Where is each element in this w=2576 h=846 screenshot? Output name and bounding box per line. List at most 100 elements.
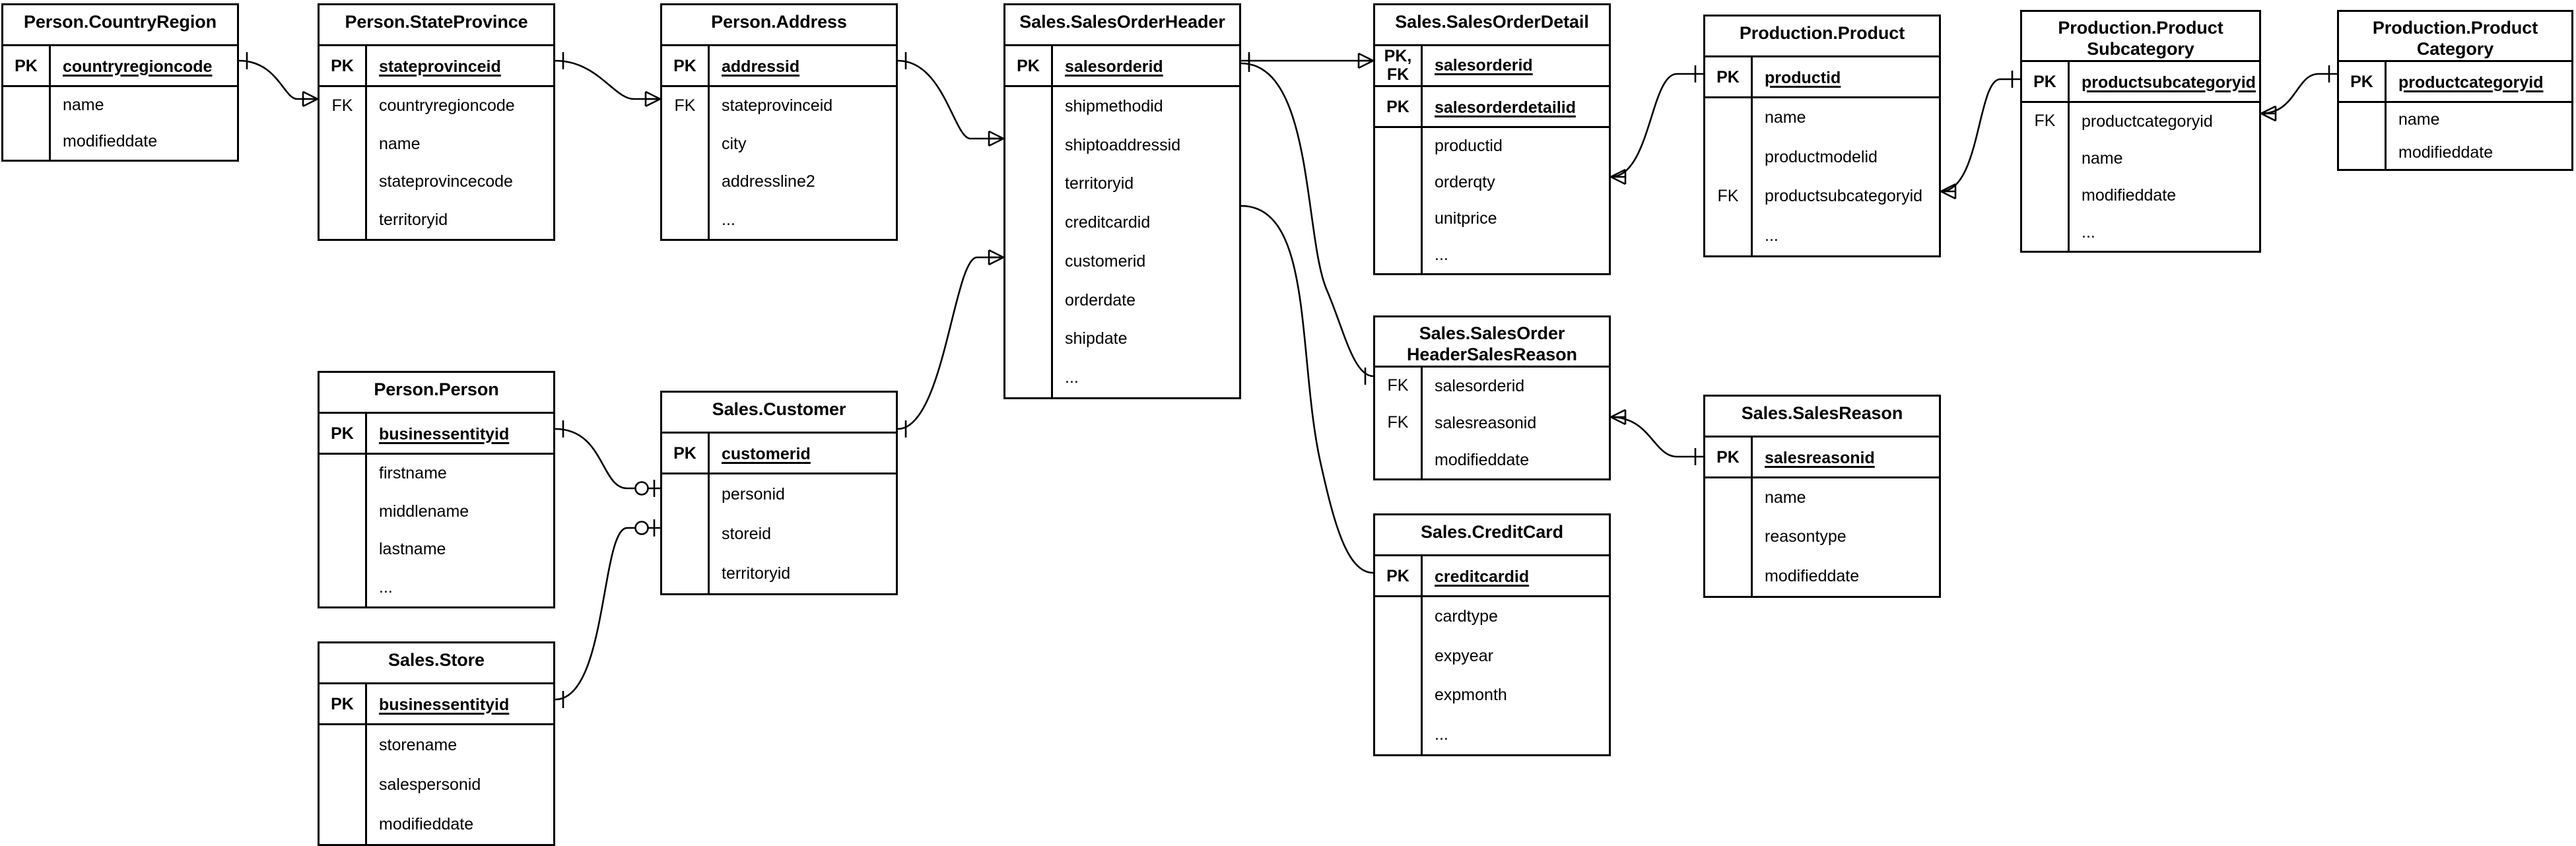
key-indicator: [662, 514, 710, 554]
column-name: ...: [379, 577, 393, 597]
relationship-line: [555, 527, 660, 701]
column-name: middlename: [379, 502, 469, 521]
key-indicator: [1375, 441, 1423, 478]
relationship-line: [1240, 62, 1374, 377]
key-indicator: [3, 123, 51, 160]
column-name: name: [1765, 108, 1806, 127]
column-name: customerid: [722, 444, 811, 463]
key-indicator: [1005, 242, 1053, 281]
column-name: productsubcategoryid: [2082, 73, 2256, 92]
attribute-row: stateprovincecode: [320, 163, 553, 201]
column-name: customerid: [1065, 251, 1146, 271]
attribute-row: name: [3, 87, 237, 123]
key-indicator: [1705, 517, 1753, 557]
crows-foot-from: [1610, 176, 1626, 185]
key-indicator: PK: [1375, 87, 1423, 128]
key-indicator: [1705, 478, 1753, 518]
attribute-row: modifieddate: [3, 123, 237, 160]
key-indicator: [1375, 597, 1423, 637]
entity-title: Sales.SalesOrderDetail: [1375, 5, 1609, 46]
attribute-row: expmonth: [1375, 676, 1609, 715]
entity-title-line: Production.Product: [2058, 18, 2223, 38]
attribute-row: modifieddate: [1705, 556, 1939, 596]
crows-foot-to: [645, 90, 661, 100]
attribute-row: orderdate: [1005, 280, 1239, 320]
column-name: lastname: [379, 540, 446, 559]
column-name: unitprice: [1435, 209, 1497, 228]
attribute-row: modifieddate: [2022, 177, 2259, 214]
attribute-row: customerid: [1005, 242, 1239, 281]
crows-foot-to: [988, 256, 1004, 266]
relationship-line: [1240, 205, 1374, 574]
key-indicator: [2339, 103, 2387, 136]
column-name: ...: [1065, 368, 1079, 387]
relationship-line: [1610, 73, 1703, 178]
entity-title-line: Sales.SalesOrder: [1419, 323, 1565, 343]
column-name: modifieddate: [2398, 143, 2493, 162]
key-indicator: [662, 125, 710, 163]
key-indicator: [320, 804, 367, 844]
key-indicator: [2022, 214, 2070, 251]
key-indicator: [320, 163, 367, 201]
key-indicator: [320, 201, 367, 239]
key-indicator: [662, 201, 710, 239]
key-indicator: [320, 765, 367, 804]
key-indicator: [662, 474, 710, 514]
column-name: modifieddate: [63, 132, 158, 150]
key-indicator: [320, 568, 367, 606]
key-indicator: [662, 163, 710, 201]
column-name: modifieddate: [2082, 185, 2177, 205]
relationship-rel-creditcard-salesorderheader: [1225, 197, 1382, 581]
crows-foot-from: [1610, 408, 1626, 418]
attribute-row: territoryid: [320, 201, 553, 239]
key-indicator: PK: [320, 414, 367, 455]
relationship-line: [555, 59, 660, 100]
attribute-row: unitprice: [1375, 201, 1609, 237]
column-name: productid: [1765, 68, 1841, 87]
key-indicator: [1005, 87, 1053, 126]
attribute-row: storename: [320, 725, 553, 765]
key-indicator: [1375, 636, 1423, 676]
relationship-line: [897, 59, 1003, 140]
relationship-rel-countryregion-stateprovince: [238, 52, 318, 108]
entity-title-line: Category: [2416, 38, 2494, 59]
column-name: creditcardid: [1065, 213, 1151, 232]
key-indicator: [1705, 556, 1753, 596]
attribute-row: ...: [1375, 237, 1609, 273]
attribute-row: ...: [662, 201, 896, 239]
column-name: shiptoaddressid: [1065, 135, 1181, 154]
column-name: expyear: [1435, 646, 1493, 665]
column-name: modifieddate: [379, 814, 474, 833]
key-indicator: [320, 725, 367, 765]
column-name: ...: [1435, 725, 1448, 744]
entity-title-line: Sales.SalesReason: [1741, 403, 1903, 423]
